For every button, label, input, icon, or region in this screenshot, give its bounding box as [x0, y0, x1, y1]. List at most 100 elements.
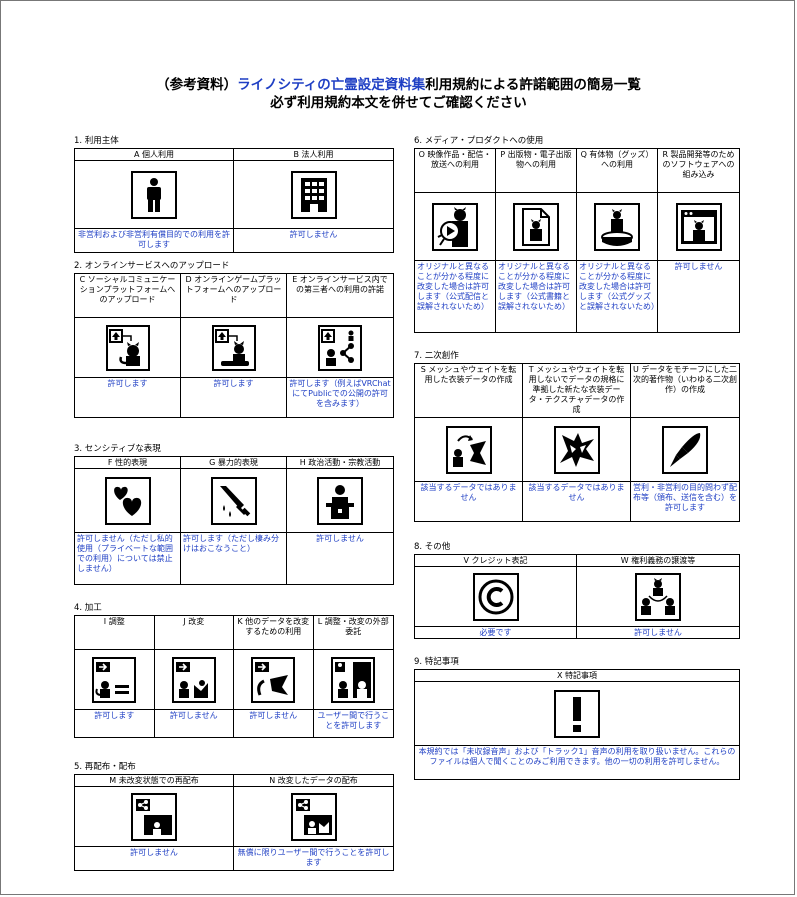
modify-icon — [171, 656, 216, 703]
license-cell-t: T メッシュやウェイトを転用しないでデータの規格に準拠した新たな衣装データ・テク… — [523, 364, 631, 522]
section-heading: 2. オンラインサービスへのアップロード — [74, 261, 230, 271]
mesh-icon — [445, 425, 492, 474]
cell-header: B 法人利用 — [234, 149, 393, 161]
outsource-icon — [331, 656, 376, 703]
cell-header: N 改変したデータの配布 — [234, 775, 393, 787]
cell-value: 許可します — [75, 710, 154, 738]
cell-header: D オンラインゲームプラットフォームへのアップロード — [181, 274, 286, 318]
license-cell-x: X 特記事項 本規約では「未収録音声」および「トラック1」音声の利用を取り扱いま… — [415, 670, 739, 780]
knife-icon — [210, 476, 257, 525]
cell-value: オリジナルと異なることが分かる程度に改変した場合は許可します（公式グッズと誤解さ… — [577, 261, 657, 333]
video-icon — [432, 202, 478, 251]
cell-header: K 他のデータを改変するための利用 — [234, 616, 313, 650]
license-cell-n: N 改変したデータの配布 無償に限りユーザー間で行うことを許可します — [234, 775, 393, 871]
cell-value: 許可しません — [234, 229, 393, 253]
cell-value: 許可しません（ただし私的使用（プライベートな範囲での利用）については禁止しません… — [75, 533, 180, 585]
cell-header: S メッシュやウェイトを転用した衣装データの作成 — [415, 364, 522, 418]
cell-value: オリジナルと異なることが分かる程度に改変した場合は許可します（公式書籍と誤解され… — [496, 261, 576, 333]
license-cell-s: S メッシュやウェイトを転用した衣装データの作成 該当するデータではありません — [415, 364, 523, 522]
cell-value: 許可します（例えばVRChatにてPublicでの公開の許可を含みます） — [287, 378, 393, 418]
section-3: 3. センシティブな表現 F 性的表現 許可しません（ただし私的使用（プライベー… — [74, 444, 394, 585]
cell-header: T メッシュやウェイトを転用しないでデータの規格に準拠した新たな衣装データ・テク… — [523, 364, 630, 418]
redistribute-icon — [131, 792, 177, 841]
license-table: M 未改変状態での再配布 許可しません N 改変したデータの配布 無償に限りユー… — [74, 774, 394, 871]
building-icon — [290, 170, 337, 219]
cell-header: U データをモチーフにした二次的著作物（いわゆる二次創作）の作成 — [631, 364, 739, 418]
cell-value: 許可しません — [234, 710, 313, 738]
license-table: A 個人利用 非営利および非営利有償目的での利用を許可します B 法人利用 許可… — [74, 148, 394, 253]
license-cell-v: V クレジット表記 必要です — [415, 555, 577, 639]
license-cell-c: C ソーシャルコミュニケーションプラットフォームへのアップロード 許可します — [75, 274, 181, 418]
license-table: O 映像作品・配信・放送への利用 オリジナルと異なることが分かる程度に改変した場… — [414, 148, 740, 333]
cell-header: W 権利義務の譲渡等 — [577, 555, 739, 567]
cell-header: A 個人利用 — [75, 149, 233, 161]
license-cell-h: H 政治活動・宗教活動 許可しません — [287, 457, 393, 585]
cell-header: O 映像作品・配信・放送への利用 — [415, 149, 495, 193]
cell-header: L 調整・改変の外部委託 — [313, 616, 393, 650]
cell-value: 営利・非営利の目的問わず配布等（頒布、送信を含む）を許可します — [631, 482, 739, 522]
section-9: 9. 特記事項 X 特記事項 本規約では「未収録音声」および「トラック1」音声の… — [414, 657, 740, 780]
upload-game-icon — [211, 324, 256, 371]
cell-value: ユーザー間で行うことを許可します — [313, 710, 393, 738]
cell-value: 非営利および非営利有償目的での利用を許可します — [75, 229, 233, 253]
section-heading: 3. センシティブな表現 — [74, 444, 161, 454]
section-heading: 4. 加工 — [74, 603, 102, 613]
cell-value: オリジナルと異なることが分かる程度に改変した場合は許可します（公式配信と誤解され… — [415, 261, 495, 333]
cell-header: F 性的表現 — [75, 457, 180, 469]
section-heading: 5. 再配布・配布 — [74, 762, 136, 772]
license-table: V クレジット表記 必要です W 権利義務の譲渡等 許可しません — [414, 554, 740, 639]
pen-icon — [662, 425, 708, 474]
modify-other-icon — [251, 656, 296, 703]
section-2: 2. オンラインサービスへのアップロード C ソーシャルコミュニケーションプラッ… — [74, 261, 394, 418]
cell-header: M 未改変状態での再配布 — [75, 775, 233, 787]
license-cell-p: P 出版物・電子出版物への利用 オリジナルと異なることが分かる程度に改変した場合… — [496, 149, 577, 333]
license-table: I 調整 許可します J 改変 許可しません K 他のデータを改変するための利用… — [74, 615, 394, 738]
cell-value: 許可します — [75, 378, 180, 418]
section-heading: 1. 利用主体 — [74, 136, 119, 146]
cell-value: 許可しません — [154, 710, 233, 738]
license-table: X 特記事項 本規約では「未収録音声」および「トラック1」音声の利用を取り扱いま… — [414, 669, 740, 780]
license-cell-u: U データをモチーフにした二次的著作物（いわゆる二次創作）の作成 営利・非営利の… — [631, 364, 739, 522]
section-7: 7. 二次創作 S メッシュやウェイトを転用した衣装データの作成 該当するデータ… — [414, 351, 740, 522]
license-cell-i: I 調整 許可します — [75, 616, 155, 738]
texture-icon — [553, 425, 600, 474]
cell-value: 必要です — [415, 627, 576, 639]
publication-icon — [513, 202, 559, 251]
goods-icon — [594, 202, 640, 251]
software-icon — [675, 202, 722, 251]
cell-value: 該当するデータではありません — [415, 482, 522, 522]
cell-header: R 製品開発等のためのソフトウェアへの組み込み — [658, 149, 739, 193]
cell-header: Q 有体物（グッズ）への利用 — [577, 149, 657, 193]
license-cell-o: O 映像作品・配信・放送への利用 オリジナルと異なることが分かる程度に改変した場… — [415, 149, 496, 333]
license-cell-e: E オンラインサービス内での第三者への利用の許諾 許可します（例えばVRChat… — [287, 274, 393, 418]
license-cell-d: D オンラインゲームプラットフォームへのアップロード 許可します — [181, 274, 287, 418]
license-cell-m: M 未改変状態での再配布 許可しません — [75, 775, 234, 871]
license-cell-l: L 調整・改変の外部委託 ユーザー間で行うことを許可します — [313, 616, 393, 738]
cell-header: C ソーシャルコミュニケーションプラットフォームへのアップロード — [75, 274, 180, 318]
section-1: 1. 利用主体 A 個人利用 非営利および非営利有償目的での利用を許可します B… — [74, 136, 394, 253]
podium-icon — [317, 476, 363, 525]
cell-value: 許可します — [181, 378, 286, 418]
cell-header: J 改変 — [154, 616, 233, 650]
cell-value: 該当するデータではありません — [523, 482, 630, 522]
cell-value: 許可しません — [75, 847, 233, 871]
section-4: 4. 加工 I 調整 許可します J 改変 許可しません K 他のデータを改変す… — [74, 603, 394, 738]
cell-value: 許可しません — [577, 627, 739, 639]
cell-header: G 暴力的表現 — [181, 457, 286, 469]
section-6: 6. メディア・プロダクトへの使用 O 映像作品・配信・放送への利用 オリジナル… — [414, 136, 740, 333]
license-table: C ソーシャルコミュニケーションプラットフォームへのアップロード 許可します D… — [74, 273, 394, 418]
transfer-icon — [635, 572, 681, 621]
cell-value: 本規約では「未収録音声」および「トラック1」音声の利用を取り扱いません。これらの… — [415, 746, 739, 780]
license-cell-b: B 法人利用 許可しません — [234, 149, 393, 253]
license-table: F 性的表現 許可しません（ただし私的使用（プライベートな範囲での利用）について… — [74, 456, 394, 585]
license-cell-j: J 改変 許可しません — [154, 616, 234, 738]
page-title: （参考資料）ライノシティの亡霊設定資料集利用規約による許諾範囲の簡易一覧 — [156, 77, 641, 93]
cell-header: X 特記事項 — [415, 670, 739, 682]
section-8: 8. その他 V クレジット表記 必要です W 権利義務の譲渡等 許可しません — [414, 542, 740, 639]
license-cell-g: G 暴力的表現 許可します（ただし棲み分けはおこなうこと） — [181, 457, 287, 585]
cell-value: 許可しません — [287, 533, 393, 585]
person-icon — [131, 170, 177, 219]
copyright-icon — [472, 572, 519, 621]
license-cell-k: K 他のデータを改変するための利用 許可しません — [234, 616, 314, 738]
share-third-party-icon — [318, 324, 362, 371]
